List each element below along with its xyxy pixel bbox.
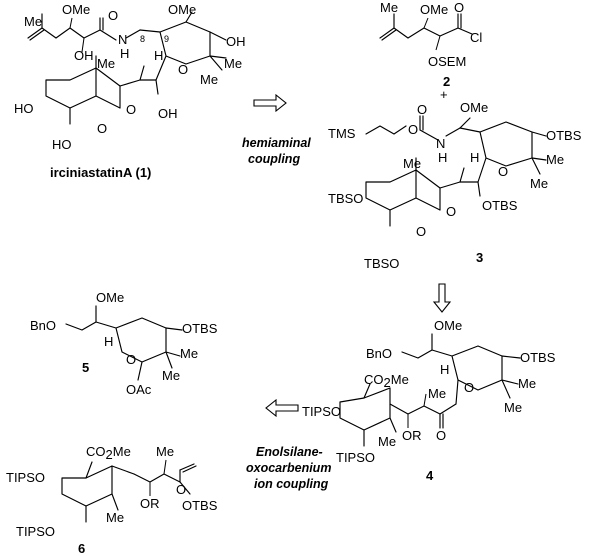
c6-o-silyl: O [176, 482, 186, 497]
c1-h: H [154, 48, 163, 63]
c1-me-b: Me [200, 72, 218, 87]
retro-arrow-3 [265, 398, 299, 418]
compound-3-structure [365, 115, 547, 227]
c1-ome-2: OMe [168, 2, 196, 17]
c3-otbs-1: OTBS [546, 128, 582, 143]
c5-otbs: OTBS [182, 321, 218, 336]
c4-otbs: OTBS [520, 350, 556, 365]
c3-lactone-co: O [416, 224, 426, 239]
c6-tipso-2: TIPSO [16, 524, 55, 539]
c3-me-ar: Me [403, 156, 421, 171]
plus-sign: + [440, 87, 448, 102]
c1-pos-9: 9 [164, 34, 169, 44]
c3-tbso-1: TBSO [328, 191, 363, 206]
compound-1-label: irciniastatinA (1) [50, 165, 151, 180]
c3-me-a: Me [546, 152, 564, 167]
step-enol-line2: oxocarbenium [246, 461, 331, 475]
retro-arrow-2 [432, 283, 452, 313]
c1-me-ar: Me [97, 56, 115, 71]
compound-5-structure [65, 305, 183, 381]
c6-otbs: OTBS [182, 498, 218, 513]
compound-4-label: 4 [426, 468, 434, 483]
compound-5-label: 5 [82, 360, 89, 375]
c2-me: Me [380, 0, 398, 15]
c4-me-b: Me [504, 400, 522, 415]
c2-osem: OSEM [428, 54, 466, 69]
c4-or: OR [402, 428, 422, 443]
c1-ome-1: OMe [62, 2, 90, 17]
c5-me-b: Me [162, 368, 180, 383]
c1-me-a: Me [224, 56, 242, 71]
c1-ho-1: HO [14, 101, 34, 116]
compound-6-label: 6 [78, 541, 85, 556]
c1-lactone-co: O [97, 121, 107, 136]
c3-ome: OMe [460, 100, 488, 115]
c4-ring-o: O [464, 380, 474, 395]
c3-h: H [470, 150, 479, 165]
c4-ketone-o: O [436, 428, 446, 443]
c1-ring-o: O [178, 62, 188, 77]
c2-cl: Cl [470, 30, 482, 45]
c1-ho-2: HO [52, 137, 72, 152]
compound-6-structure [61, 459, 197, 523]
compound-2-label: 2 [443, 74, 450, 89]
step-enol-line3: ion coupling [254, 477, 329, 491]
c4-ome: OMe [434, 318, 462, 333]
c3-nh-h: H [438, 150, 447, 165]
c4-co2me: CO2Me [364, 372, 409, 390]
c3-lactone-o: O [446, 204, 456, 219]
c4-tipso-2: TIPSO [336, 450, 375, 465]
compound-3-label: 3 [476, 250, 483, 265]
c4-me-ar: Me [378, 434, 396, 449]
c3-tms: TMS [328, 126, 356, 141]
c3-me-b: Me [530, 176, 548, 191]
c5-ring-o: O [126, 352, 136, 367]
c6-co2me: CO2Me [86, 444, 131, 462]
c6-me-top: Me [156, 444, 174, 459]
step-enol-line1: Enolsilane- [256, 445, 323, 459]
c3-otbs-2: OTBS [482, 198, 518, 213]
compound-4-structure [339, 333, 521, 447]
c3-tbso-2: TBSO [364, 256, 399, 271]
c1-me-top: Me [24, 14, 42, 29]
c3-ring-o: O [498, 164, 508, 179]
c1-oh-1: OH [74, 48, 94, 63]
c4-h: H [440, 362, 449, 377]
c4-me-a: Me [518, 376, 536, 391]
c3-o-ether: O [408, 122, 418, 137]
c1-oh-3: OH [158, 106, 178, 121]
c5-ome: OMe [96, 290, 124, 305]
c2-carbonyl-o: O [454, 0, 464, 15]
c1-n: N [118, 32, 127, 47]
c1-carbonyl-o: O [108, 8, 118, 23]
c3-carbonyl-o: O [417, 102, 427, 117]
c3-n: N [436, 136, 445, 151]
c5-bno: BnO [30, 318, 56, 333]
retro-arrow-1 [253, 93, 287, 113]
c2-ome: OMe [420, 2, 448, 17]
c5-oac: OAc [126, 382, 152, 397]
step-hemiaminal-line1: hemiaminal [242, 136, 311, 150]
c1-lactone-o: O [126, 102, 136, 117]
step-hemiaminal-line2: coupling [248, 152, 300, 166]
compound-1-structure [27, 11, 227, 125]
c4-me-c: Me [428, 386, 446, 401]
c5-h: H [104, 334, 113, 349]
c1-oh-2: OH [226, 34, 246, 49]
c1-pos-8: 8 [140, 34, 145, 44]
c4-bno: BnO [366, 346, 392, 361]
c6-me-ar: Me [106, 510, 124, 525]
compound-2-structure [379, 13, 473, 51]
c1-nh-h: H [120, 46, 129, 61]
c6-tipso-1: TIPSO [6, 470, 45, 485]
c4-tipso-1: TIPSO [302, 404, 341, 419]
c6-or: OR [140, 496, 160, 511]
c5-me-a: Me [180, 346, 198, 361]
